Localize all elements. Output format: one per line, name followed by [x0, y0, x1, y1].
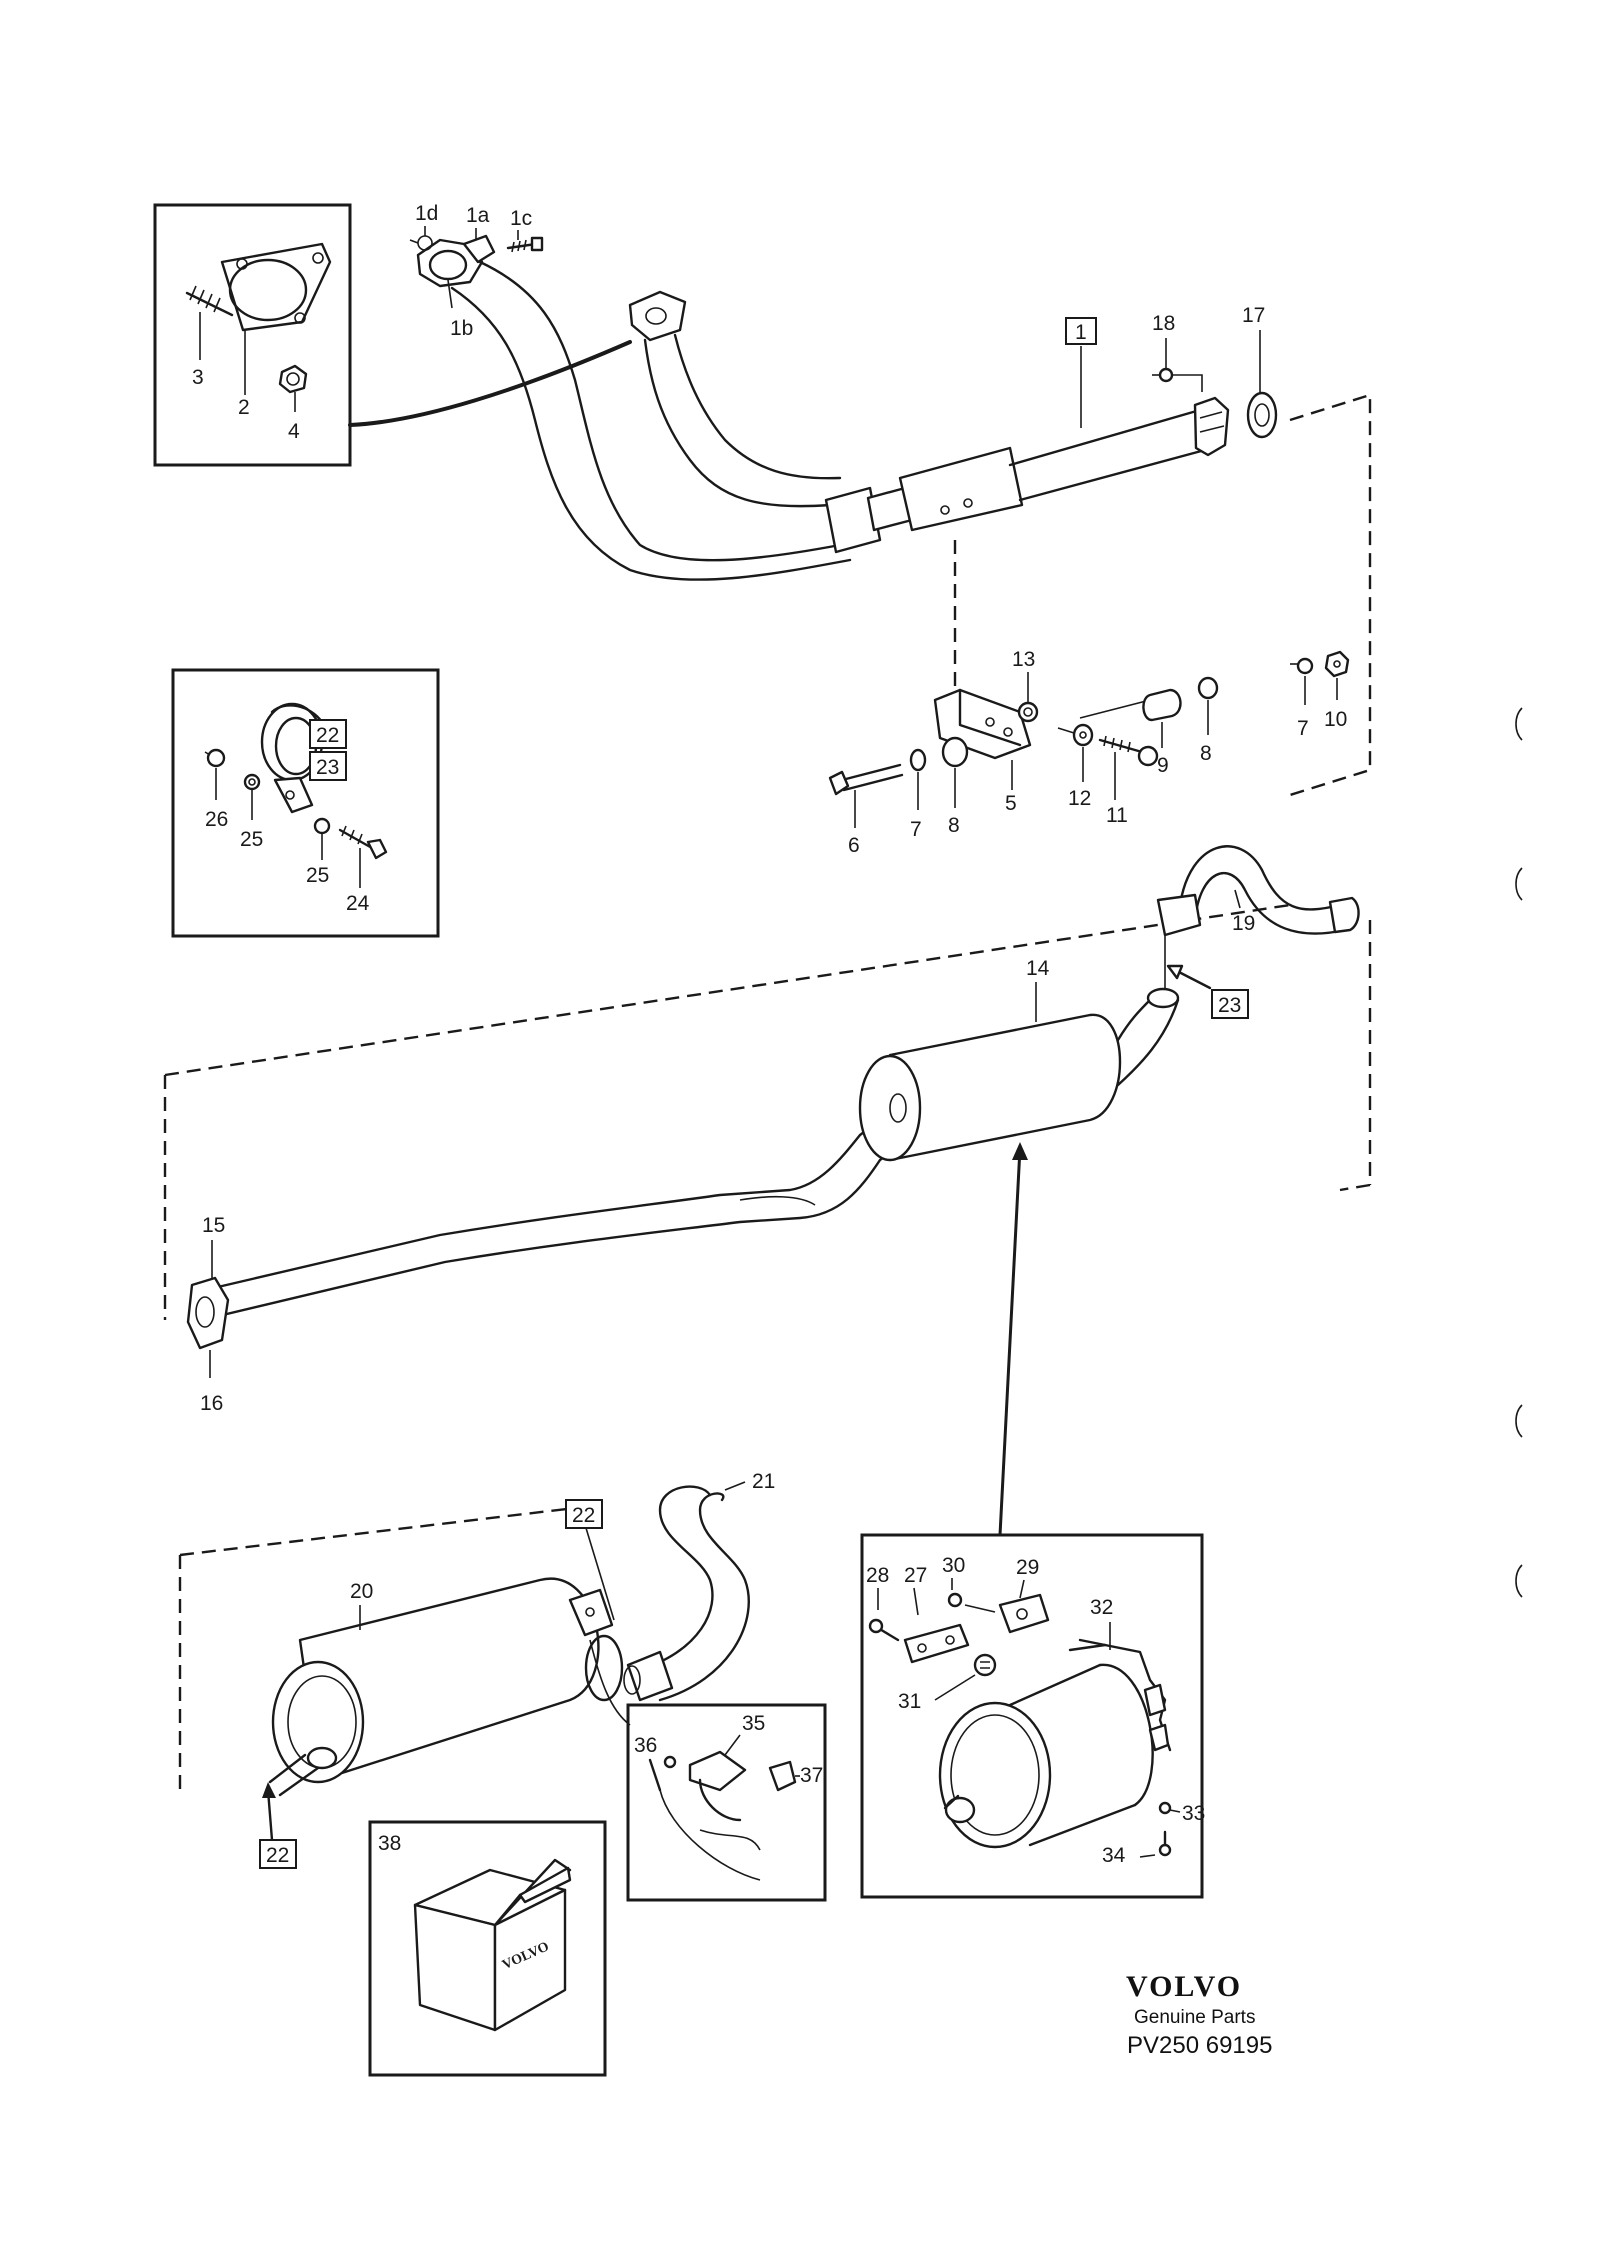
clamp-inset: 26 25 25 24 22 23	[171, 668, 440, 938]
flange-inset: 3 2 4	[153, 203, 632, 467]
callout-22-clamp: 22	[316, 724, 339, 747]
callout-22-rear-clamp: 22	[572, 1504, 595, 1527]
callout-7b: 7	[1297, 717, 1309, 740]
kit-box-inset: 38 VOLVO	[368, 1820, 607, 2077]
drawing-code: PV250 69195	[1127, 2032, 1272, 2059]
callout-1a: 1a	[466, 204, 490, 227]
callout-1b: 1b	[450, 317, 473, 340]
margin-marks	[1515, 707, 1523, 1598]
callout-13: 13	[1012, 648, 1035, 671]
hanger-inset: 28 27 30 29 32 31 33 34	[860, 1533, 1205, 1899]
callout-26: 26	[205, 808, 228, 831]
hanger-parts: 13 5 6 7 8 12 11 9 8	[828, 648, 1350, 857]
callout-37: 37	[800, 1764, 823, 1787]
callout-36: 36	[634, 1734, 657, 1757]
callout-10: 10	[1324, 708, 1347, 731]
intermediate-pipe-assembly: 15 16 14 19 23	[163, 845, 1372, 1537]
callout-11: 11	[1106, 804, 1128, 827]
callout-21: 21	[752, 1470, 775, 1493]
callout-33: 33	[1182, 1802, 1205, 1825]
callout-28: 28	[866, 1564, 889, 1587]
callout-31: 31	[898, 1690, 921, 1713]
callout-32: 32	[1090, 1596, 1113, 1619]
callout-1c: 1c	[510, 207, 532, 230]
callout-22-muffler: 22	[266, 1844, 289, 1867]
callout-24: 24	[346, 892, 370, 915]
bracket-inset: 36 35 37	[626, 1703, 827, 1902]
callout-6: 6	[848, 834, 860, 857]
callout-34: 34	[1102, 1844, 1126, 1867]
callout-8: 8	[948, 814, 960, 837]
callout-27: 27	[904, 1564, 927, 1587]
callout-35: 35	[742, 1712, 765, 1735]
callout-5: 5	[1005, 792, 1017, 815]
callout-38: 38	[378, 1832, 401, 1855]
callout-18: 18	[1152, 312, 1175, 335]
callout-25: 25	[240, 828, 263, 851]
callout-2: 2	[238, 396, 250, 419]
callout-23-clamp: 23	[316, 756, 339, 779]
callout-8b: 8	[1200, 742, 1212, 765]
callout-25b: 25	[306, 864, 329, 887]
callout-4: 4	[288, 420, 300, 443]
callout-3: 3	[192, 366, 204, 389]
rear-muffler-assembly: 20 21 22 22	[178, 1470, 775, 1869]
callout-29: 29	[1016, 1556, 1039, 1579]
callout-23-pipe: 23	[1218, 994, 1241, 1017]
callout-20: 20	[350, 1580, 373, 1603]
callout-1d: 1d	[415, 202, 438, 225]
brand-logo: VOLVO	[1126, 1970, 1242, 2003]
callout-7: 7	[910, 818, 922, 841]
front-pipe-assembly: 1d 1a 1c 1b 18 17 1	[409, 202, 1372, 797]
callout-17: 17	[1242, 304, 1265, 327]
callout-15: 15	[202, 1214, 225, 1237]
callout-14: 14	[1026, 957, 1050, 980]
callout-16: 16	[200, 1392, 223, 1415]
callout-1: 1	[1075, 321, 1087, 344]
brand-block: VOLVO Genuine Parts PV250 69195	[1126, 1970, 1272, 2059]
callout-30: 30	[942, 1554, 965, 1577]
callout-9: 9	[1157, 754, 1169, 777]
brand-subtitle: Genuine Parts	[1134, 2007, 1255, 2028]
callout-12: 12	[1068, 787, 1091, 810]
callout-19: 19	[1232, 912, 1255, 935]
